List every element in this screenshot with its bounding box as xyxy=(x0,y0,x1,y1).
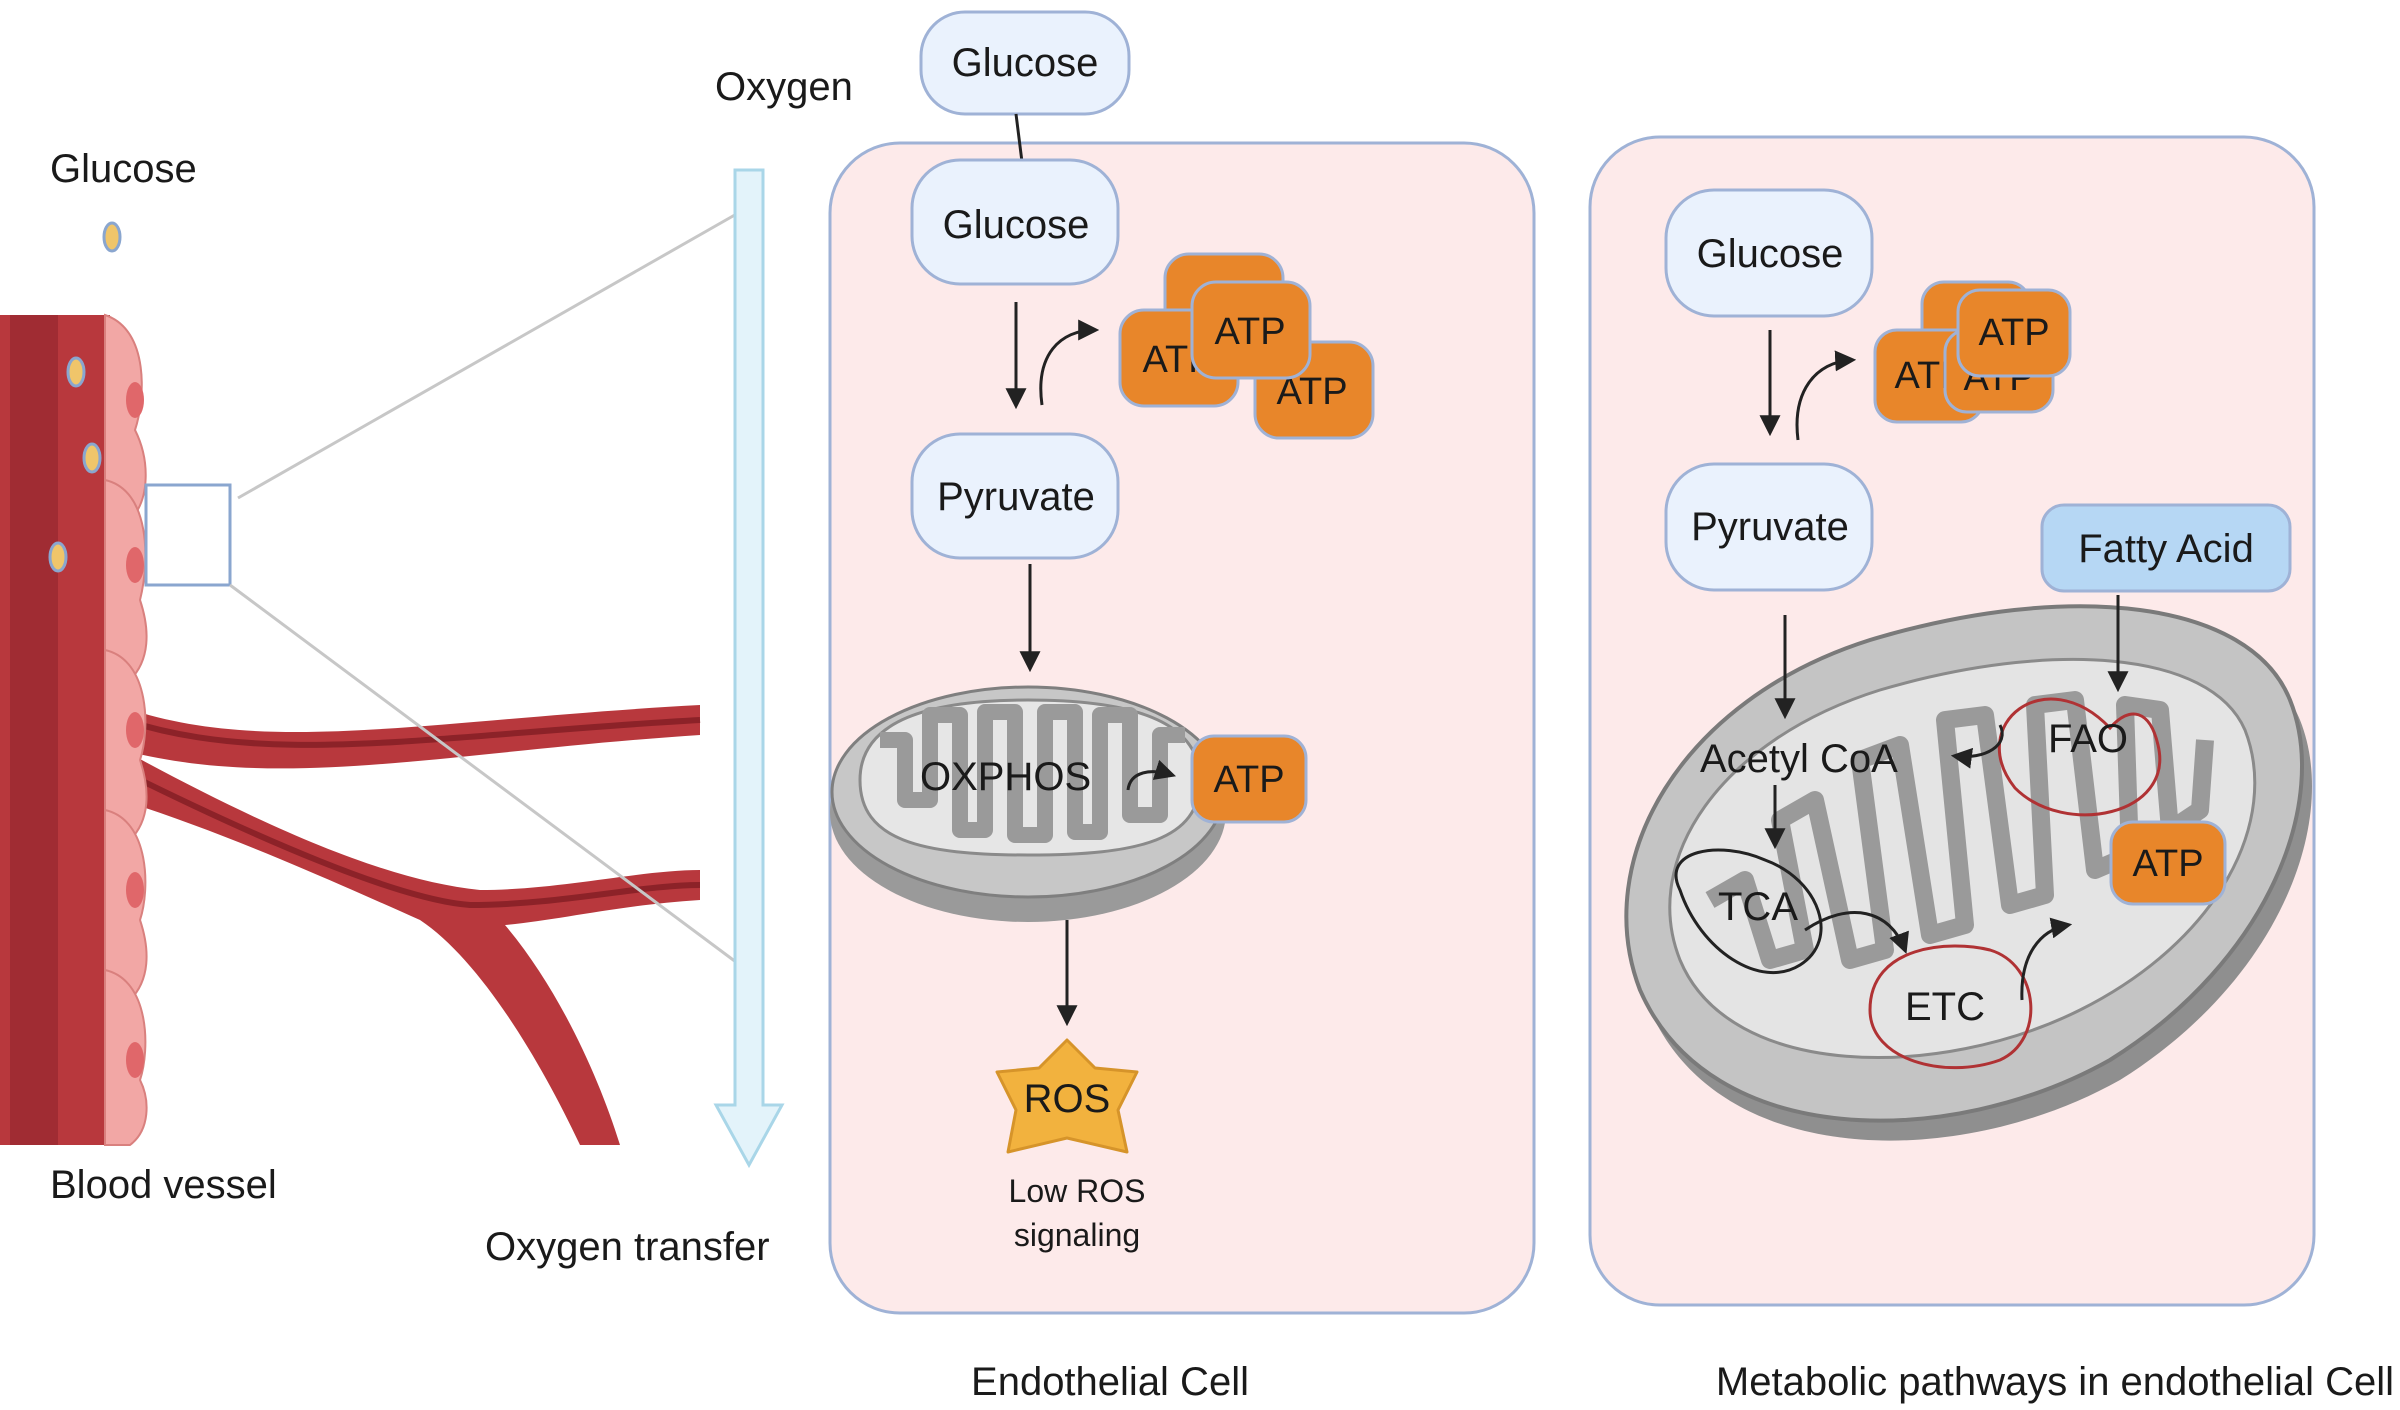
cell-nuclei xyxy=(126,382,144,1078)
label-blood-vessel: Blood vessel xyxy=(50,1163,277,1207)
panel2-title: Metabolic pathways in endothelial Cell xyxy=(1716,1360,2394,1404)
node-glucose-inside xyxy=(910,158,1120,286)
fao-loop xyxy=(1997,697,2162,817)
label-oxygen-transfer: Oxygen transfer xyxy=(485,1225,770,1269)
atp-cluster-glycolysis: ATP ATP ATP ATP xyxy=(1118,252,1375,440)
atp-oxphos: ATP xyxy=(1190,734,1308,824)
label-fao: FAO xyxy=(2048,717,2128,761)
label-glucose-left: Glucose xyxy=(50,147,197,191)
endothelial-cell-lining xyxy=(104,313,148,1146)
ros-star xyxy=(995,1038,1139,1154)
zoom-region-box xyxy=(144,483,232,587)
label-oxphos: OXPHOS xyxy=(920,755,1091,799)
vessel-lumen-shade xyxy=(10,315,58,1145)
mitochondrion-panel1 xyxy=(830,685,1226,922)
node-pyruvate xyxy=(910,432,1120,560)
vessel-branch-upper xyxy=(105,700,700,769)
blood-vessel-illustration xyxy=(0,210,741,1146)
svg-text:ATP: ATP xyxy=(1978,312,2049,354)
svg-text:ATP: ATP xyxy=(1214,311,1285,353)
svg-text:ATP: ATP xyxy=(1213,759,1284,801)
node-fatty-acid-label: Fatty Acid xyxy=(2078,527,2254,571)
label-etc: ETC xyxy=(1905,985,1985,1029)
oxygen-gradient-arrow xyxy=(713,168,785,1169)
label-tca: TCA xyxy=(1718,885,1798,929)
node-glucose-p2-label: Glucose xyxy=(1697,232,1844,276)
glucose-particles xyxy=(48,221,122,573)
node-pyruvate-p2-label: Pyruvate xyxy=(1691,505,1849,549)
label-ros: ROS xyxy=(1024,1077,1111,1121)
node-fatty-acid xyxy=(2040,503,2292,593)
node-glucose-p2 xyxy=(1664,188,1874,318)
vessel-branch-lower xyxy=(105,740,700,1145)
atp-etc: ATP xyxy=(2109,820,2227,906)
node-glucose-outside-label: Glucose xyxy=(952,41,1099,85)
node-pyruvate-p2 xyxy=(1664,462,1874,592)
label-acetyl-coa: Acetyl CoA xyxy=(1700,737,1898,781)
mitochondrion-panel2 xyxy=(1624,604,2312,1141)
node-pyruvate-label: Pyruvate xyxy=(937,475,1095,519)
label-ros-caption-1: Low ROS xyxy=(1009,1173,1146,1209)
node-glucose-outside xyxy=(919,10,1131,116)
atp-cluster-p2: ATP ATP ATP xyxy=(1873,280,2072,424)
tca-loop xyxy=(1674,848,1823,975)
etc-loop xyxy=(1868,944,2033,1070)
label-ros-caption-2: signaling xyxy=(1014,1217,1140,1253)
svg-text:ATP: ATP xyxy=(2132,843,2203,885)
label-oxygen: Oxygen xyxy=(715,65,853,109)
panel1-title: Endothelial Cell xyxy=(971,1360,1249,1404)
node-glucose-inside-label: Glucose xyxy=(943,203,1090,247)
